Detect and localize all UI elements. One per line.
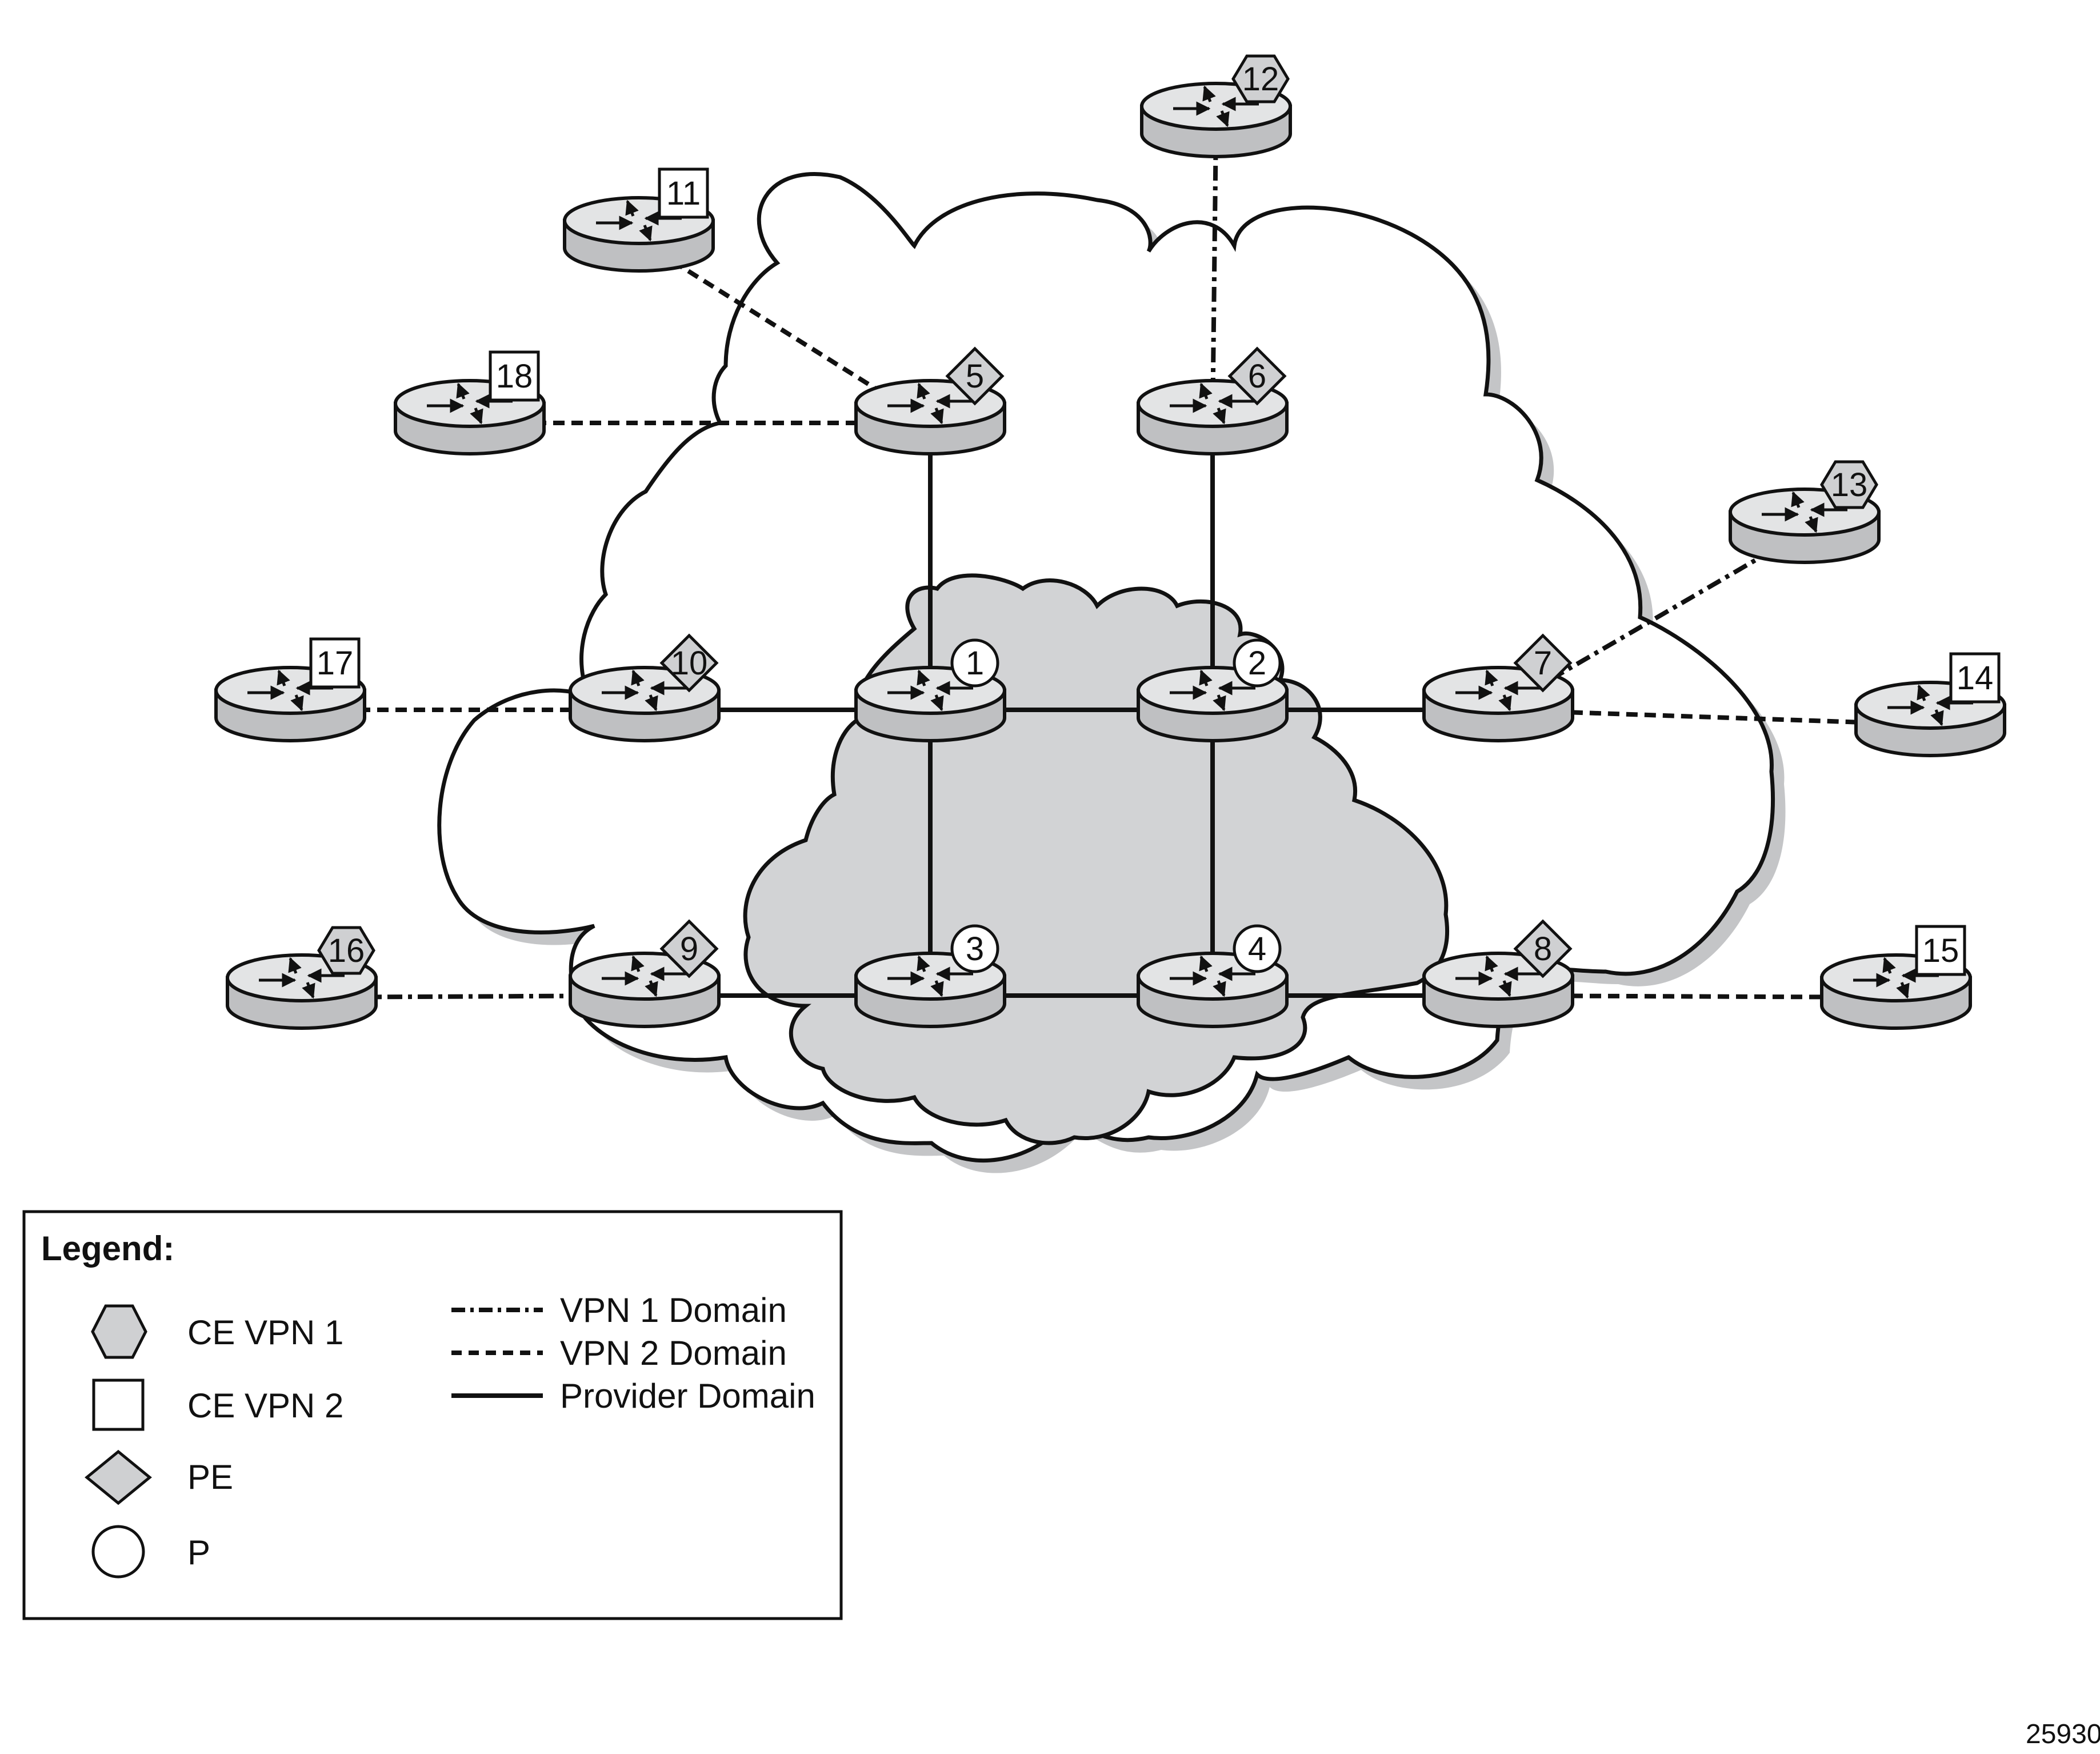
router-1[interactable]: 1 bbox=[854, 638, 1006, 742]
diamond-icon bbox=[659, 919, 719, 978]
router-8[interactable]: 8 bbox=[1422, 919, 1574, 1028]
router-arrows-icon bbox=[1170, 382, 1255, 425]
router-9[interactable]: 9 bbox=[569, 919, 721, 1028]
router-arrows-icon bbox=[887, 382, 973, 425]
router-12[interactable]: 12 bbox=[1140, 54, 1292, 158]
square-icon bbox=[658, 167, 709, 219]
router-arrows-icon bbox=[1173, 85, 1259, 127]
router-arrows-icon bbox=[1455, 669, 1541, 712]
router-4[interactable]: 4 bbox=[1137, 924, 1289, 1028]
router-2[interactable]: 2 bbox=[1137, 638, 1289, 742]
router-18[interactable]: 18 bbox=[394, 350, 546, 456]
router-5[interactable]: 5 bbox=[854, 346, 1006, 456]
square-icon bbox=[1949, 652, 2001, 704]
router-label: 1 bbox=[966, 645, 984, 682]
diamond-icon bbox=[1227, 346, 1287, 406]
diamond-icon bbox=[945, 346, 1005, 406]
circle-icon bbox=[1233, 924, 1282, 973]
router-17[interactable]: 17 bbox=[214, 637, 366, 742]
router-6[interactable]: 6 bbox=[1137, 346, 1289, 456]
router-label: 18 bbox=[496, 358, 533, 395]
router-arrows-icon bbox=[1762, 491, 1847, 533]
square-icon bbox=[92, 1379, 145, 1431]
hexagon-icon bbox=[317, 926, 375, 975]
router-arrows-icon bbox=[1170, 955, 1255, 997]
router-label: 15 bbox=[1922, 932, 1959, 969]
router-label: 2 bbox=[1248, 645, 1266, 682]
diamond-icon bbox=[659, 633, 719, 693]
router-arrows-icon bbox=[259, 957, 345, 999]
diamond-icon bbox=[1513, 633, 1573, 693]
hexagon-icon bbox=[1231, 54, 1290, 103]
router-label: 13 bbox=[1831, 466, 1868, 504]
router-label: 4 bbox=[1248, 930, 1266, 968]
router-label: 5 bbox=[966, 358, 984, 395]
router-15[interactable]: 15 bbox=[1820, 925, 1972, 1030]
router-arrows-icon bbox=[602, 669, 687, 712]
router-label: 11 bbox=[666, 175, 701, 212]
legend-label-ce-vpn1: CE VPN 1 bbox=[187, 1313, 343, 1352]
router-label: 17 bbox=[317, 645, 354, 682]
router-13[interactable]: 13 bbox=[1729, 460, 1881, 564]
router-label: 7 bbox=[1534, 645, 1552, 682]
router-label: 8 bbox=[1534, 930, 1552, 968]
router-3[interactable]: 3 bbox=[854, 924, 1006, 1028]
router-label: 14 bbox=[1957, 660, 1994, 697]
legend-label-vpn2-domain: VPN 2 Domain bbox=[560, 1334, 787, 1372]
hexagon-icon bbox=[91, 1304, 147, 1359]
legend-label-pe: PE bbox=[187, 1458, 233, 1496]
circle-icon bbox=[950, 638, 999, 688]
router-arrows-icon bbox=[1455, 955, 1541, 997]
link-7-13 bbox=[1497, 529, 1806, 712]
router-arrows-icon bbox=[887, 955, 973, 997]
router-label: 16 bbox=[328, 932, 365, 969]
circle-icon bbox=[91, 1525, 145, 1579]
router-7[interactable]: 7 bbox=[1422, 633, 1574, 742]
square-icon bbox=[489, 350, 540, 402]
router-label: 9 bbox=[680, 930, 698, 968]
router-arrows-icon bbox=[887, 669, 973, 712]
hexagon-icon bbox=[1820, 460, 1878, 509]
link-6-12 bbox=[1210, 125, 1218, 423]
square-icon bbox=[1915, 925, 1966, 976]
router-label: 3 bbox=[966, 930, 984, 968]
router-label: 10 bbox=[671, 645, 708, 682]
legend-title: Legend: bbox=[41, 1229, 174, 1268]
router-14[interactable]: 14 bbox=[1854, 652, 2006, 757]
router-arrows-icon bbox=[1170, 669, 1255, 712]
circle-icon bbox=[1233, 638, 1282, 688]
figure-id: 25930 bbox=[2026, 1719, 2100, 1749]
router-arrows-icon bbox=[602, 955, 687, 997]
legend-label-ce-vpn2: CE VPN 2 bbox=[187, 1387, 343, 1425]
legend-label-vpn1-domain: VPN 1 Domain bbox=[560, 1291, 787, 1329]
legend-label-provider-domain: Provider Domain bbox=[560, 1377, 815, 1415]
router-16[interactable]: 16 bbox=[226, 926, 378, 1030]
router-10[interactable]: 10 bbox=[569, 633, 721, 742]
diamond-icon bbox=[85, 1449, 152, 1505]
square-icon bbox=[309, 637, 361, 689]
legend-label-p: P bbox=[187, 1533, 210, 1572]
diamond-icon bbox=[1513, 919, 1573, 978]
router-label: 6 bbox=[1248, 358, 1266, 395]
router-11[interactable]: 11 bbox=[563, 167, 715, 273]
legend-box bbox=[22, 1210, 843, 1620]
circle-icon bbox=[950, 924, 999, 973]
router-label: 12 bbox=[1242, 61, 1279, 98]
legend: Legend: CE VPN 1 CE VPN 2 PE P VPN 1 Dom… bbox=[22, 1210, 843, 1620]
